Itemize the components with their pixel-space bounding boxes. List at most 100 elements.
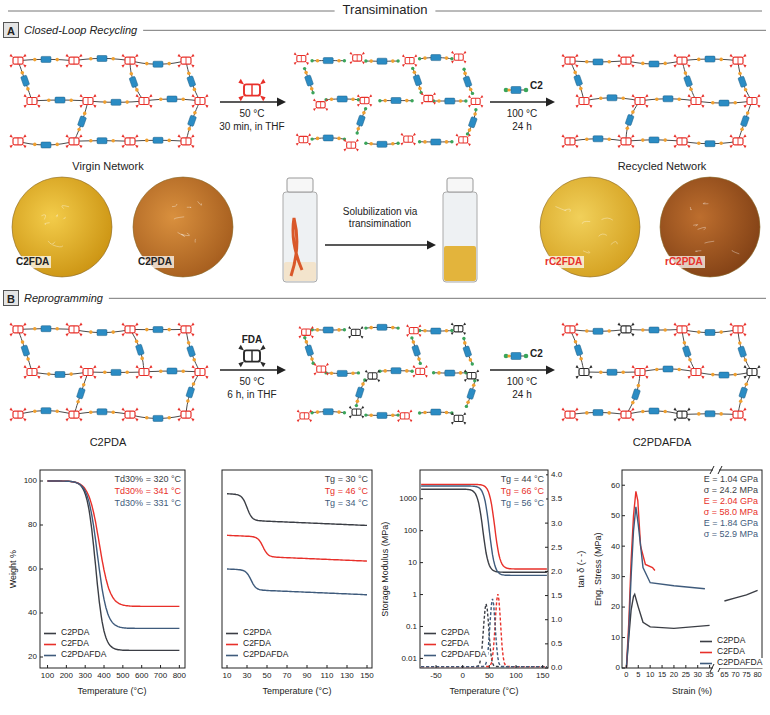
tick-label: 150 xyxy=(536,671,549,680)
tick-mark xyxy=(160,665,161,668)
crosslinker-icon xyxy=(298,326,313,339)
linker-dot xyxy=(55,410,59,414)
linker-dot xyxy=(579,357,583,361)
amine-unit xyxy=(663,366,673,372)
crosslinker-bar xyxy=(130,138,131,145)
tick-mark xyxy=(462,665,463,668)
crosslinker-arm xyxy=(93,105,97,109)
linker-dot xyxy=(369,142,373,146)
amine-end xyxy=(410,336,413,339)
crosslinker-arm xyxy=(618,145,622,149)
crosslinker-arm xyxy=(687,418,691,422)
crosslinker-icon xyxy=(688,365,705,379)
crosslinker-arm xyxy=(575,54,579,58)
crosslinker-core xyxy=(471,98,480,104)
crosslinker-core xyxy=(360,97,369,103)
linker-dot xyxy=(357,127,361,131)
reaction-arrow xyxy=(490,101,548,103)
crosslinker-core xyxy=(244,84,260,95)
tick-label: 700 xyxy=(154,671,167,680)
tick-label: 600 xyxy=(135,671,148,680)
crosslinker-core xyxy=(404,136,413,142)
crosslinker-icon xyxy=(451,412,466,425)
crosslinker-arm xyxy=(456,143,459,146)
polymer-strand xyxy=(74,101,88,141)
tick-mark xyxy=(287,665,288,668)
linker-dot xyxy=(473,112,477,116)
crosslinker-arm xyxy=(349,415,352,418)
crosslinker-core xyxy=(565,57,575,64)
crosslinker-arm xyxy=(10,408,14,412)
crosslinker-icon xyxy=(730,54,747,68)
amine-unit xyxy=(41,56,51,62)
axis-break-mark xyxy=(710,466,714,474)
amine-unit xyxy=(41,326,51,332)
crosslinker-arm xyxy=(631,418,635,422)
crosslinker-bar xyxy=(738,138,739,145)
crosslinker-bar xyxy=(301,55,302,61)
crosslinker-icon xyxy=(456,134,471,147)
amine-unit xyxy=(649,61,659,67)
amine-unit xyxy=(323,409,333,415)
linker-dot xyxy=(417,357,421,361)
tick-label: 10 xyxy=(223,671,232,680)
amine-unit xyxy=(682,346,691,357)
crosslinker-icon xyxy=(66,408,83,422)
amine-unit xyxy=(187,76,196,87)
crosslinker-arm xyxy=(687,408,691,412)
crosslinker-arm xyxy=(674,408,678,412)
condition-label: 50 °C xyxy=(239,108,264,120)
film-texture xyxy=(48,241,55,244)
crosslinker-arm xyxy=(306,52,309,55)
linker-dot xyxy=(69,98,73,102)
linker-dot xyxy=(405,369,409,373)
crosslinker-core xyxy=(27,369,37,376)
crosslinker-bar xyxy=(18,411,19,418)
crosslinker-bar xyxy=(626,57,627,64)
crosslinker-core xyxy=(747,369,757,376)
condition-label: 100 °C xyxy=(507,108,538,120)
tick-mark xyxy=(622,546,625,547)
crosslinker-arm xyxy=(313,108,316,111)
crosslinker-arm xyxy=(433,102,436,105)
legend-sample xyxy=(44,633,56,635)
crosslinker-bar xyxy=(626,411,627,418)
linker-dot xyxy=(719,58,723,62)
annotation: σ = 24.2 MPa xyxy=(702,485,760,495)
linker-dot xyxy=(33,327,37,331)
film-disc xyxy=(133,177,233,277)
amine-unit xyxy=(41,408,51,414)
crosslinker-arm xyxy=(562,333,566,337)
crosslinker-core xyxy=(635,98,645,105)
linker-dot xyxy=(607,411,611,415)
crosslinker-bar xyxy=(372,373,373,379)
crosslinker-arm xyxy=(191,64,195,68)
crosslinker-core xyxy=(317,366,326,372)
tick-mark xyxy=(247,665,248,668)
linker-dot xyxy=(655,97,659,101)
storage-modulus-curve xyxy=(421,489,547,572)
axis-title: Temperature (°C) xyxy=(449,686,518,696)
sample-label: rC2FDA xyxy=(543,256,584,268)
amine-unit xyxy=(55,97,65,103)
crosslinker-core xyxy=(347,142,356,148)
crosslinker-arm xyxy=(464,369,467,372)
amine-end xyxy=(396,413,399,416)
tick-mark xyxy=(40,569,43,570)
linker-dot xyxy=(641,138,645,142)
tick-label: -50 xyxy=(430,671,442,680)
crosslinker-icon xyxy=(576,365,593,379)
amine-end xyxy=(419,362,422,365)
crosslinker-arm xyxy=(433,92,436,95)
amine-unit xyxy=(738,76,747,87)
amine-end xyxy=(418,57,421,60)
crosslinker-arm xyxy=(575,322,579,326)
amine-end xyxy=(364,326,367,329)
crosslinker-icon xyxy=(178,322,195,336)
tick-label: 25 xyxy=(682,671,690,680)
crosslinker-core xyxy=(125,326,135,333)
amine-end xyxy=(355,404,358,407)
linker-dot xyxy=(739,400,743,404)
crosslinker-arm xyxy=(451,422,454,425)
amine-end xyxy=(474,108,477,111)
